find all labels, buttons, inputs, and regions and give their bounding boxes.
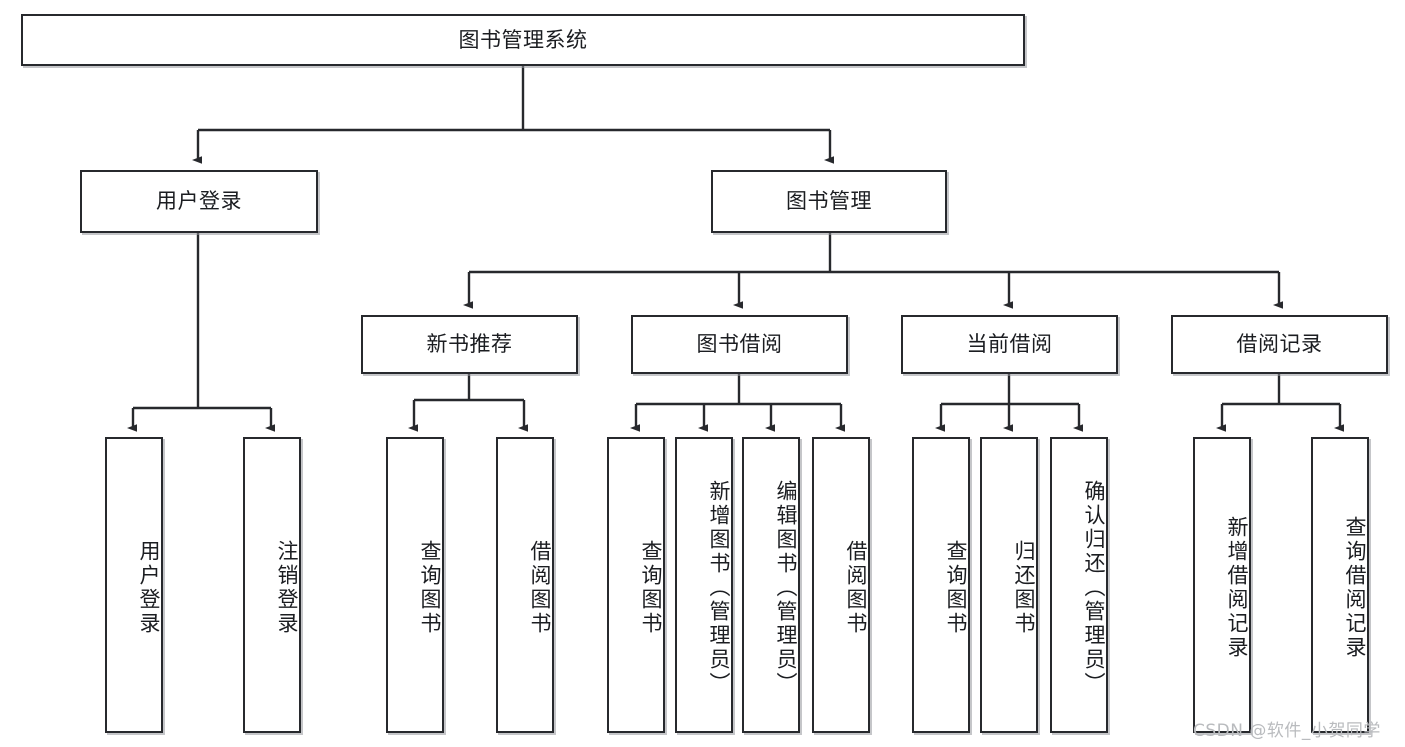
leaf-new-book-query[interactable]: 查询图书	[386, 437, 444, 733]
node-label: 查询图书	[639, 540, 663, 636]
node-label: 注销登录	[275, 540, 299, 636]
leaf-book-borrow-query[interactable]: 查询图书	[607, 437, 665, 733]
node-current-borrow[interactable]: 当前借阅	[901, 315, 1118, 374]
node-label: 编辑图书（管理员）	[774, 480, 798, 696]
node-label: 查询图书	[418, 540, 442, 636]
leaf-new-book-borrow[interactable]: 借阅图书	[496, 437, 554, 733]
node-user-login[interactable]: 用户登录	[80, 170, 318, 233]
node-label: 图书管理系统	[458, 27, 588, 52]
node-label: 查询图书	[944, 540, 968, 636]
node-label: 借阅图书	[528, 540, 552, 636]
leaf-borrow-record-add[interactable]: 新增借阅记录	[1193, 437, 1251, 733]
node-label: 查询借阅记录	[1343, 516, 1367, 660]
node-label: 当前借阅	[966, 332, 1053, 357]
csdn-watermark: CSDN @软件_小贺同学	[1193, 721, 1381, 741]
leaf-user-login-signin[interactable]: 用户登录	[105, 437, 163, 733]
node-book-borrow[interactable]: 图书借阅	[631, 315, 848, 374]
node-label: 图书借阅	[696, 332, 783, 357]
node-label: 新增图书（管理员）	[707, 480, 731, 696]
leaf-current-borrow-confirm-return[interactable]: 确认归还（管理员）	[1050, 437, 1108, 733]
node-book-management[interactable]: 图书管理	[711, 170, 947, 233]
node-label: 借阅记录	[1236, 332, 1323, 357]
node-new-book-recommend[interactable]: 新书推荐	[361, 315, 578, 374]
leaf-book-borrow-add[interactable]: 新增图书（管理员）	[675, 437, 733, 733]
node-root-system[interactable]: 图书管理系统	[21, 14, 1025, 66]
node-label: 新书推荐	[426, 332, 513, 357]
node-label: 归还图书	[1012, 540, 1036, 636]
leaf-book-borrow-edit[interactable]: 编辑图书（管理员）	[742, 437, 800, 733]
node-label: 借阅图书	[844, 540, 868, 636]
leaf-book-borrow-borrow[interactable]: 借阅图书	[812, 437, 870, 733]
node-borrow-record[interactable]: 借阅记录	[1171, 315, 1388, 374]
node-label: 用户登录	[156, 189, 242, 214]
leaf-current-borrow-query[interactable]: 查询图书	[912, 437, 970, 733]
node-label: 新增借阅记录	[1225, 516, 1249, 660]
node-label: 图书管理	[786, 189, 872, 214]
leaf-current-borrow-return[interactable]: 归还图书	[980, 437, 1038, 733]
node-label: 用户登录	[137, 540, 161, 636]
leaf-user-login-signout[interactable]: 注销登录	[243, 437, 301, 733]
leaf-borrow-record-query[interactable]: 查询借阅记录	[1311, 437, 1369, 733]
node-label: 确认归还（管理员）	[1082, 480, 1106, 696]
